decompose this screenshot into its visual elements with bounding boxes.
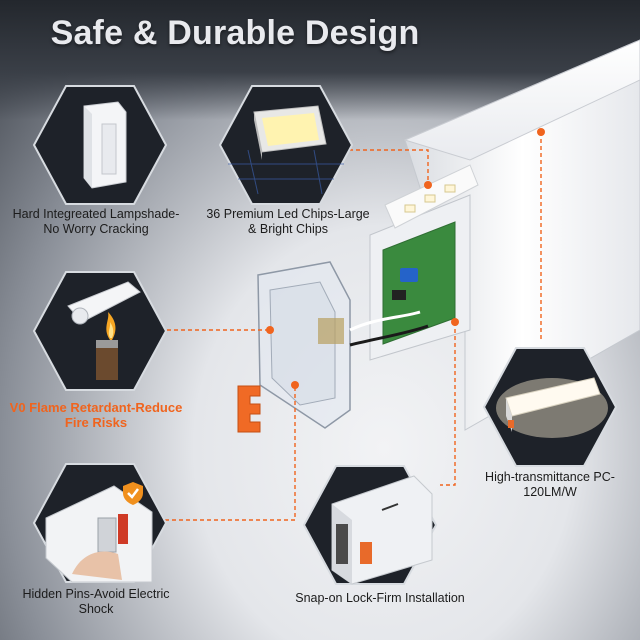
hex-transmittance (482, 347, 618, 467)
hex-hidden-pins (32, 463, 168, 583)
caption-led-chips: 36 Premium Led Chips-Large & Bright Chip… (206, 207, 370, 236)
caption-hidden-pins: Hidden Pins-Avoid Electric Shock (22, 587, 170, 616)
caption-flame: V0 Flame Retardant-Reduce Fire Risks (9, 400, 183, 430)
hex-led-chips (218, 85, 354, 205)
page-title: Safe & Durable Design (50, 14, 420, 52)
caption-transmittance: High-transmittance PC-120LM/W (485, 470, 615, 499)
hex-flame (32, 271, 168, 391)
hex-snap-on (302, 465, 438, 585)
caption-lampshade: Hard Integreated Lampshade- No Worry Cra… (12, 207, 180, 236)
caption-snap-on: Snap-on Lock-Firm Installation (295, 591, 465, 605)
shield-check-icon (123, 482, 143, 505)
hex-lampshade (32, 85, 168, 205)
